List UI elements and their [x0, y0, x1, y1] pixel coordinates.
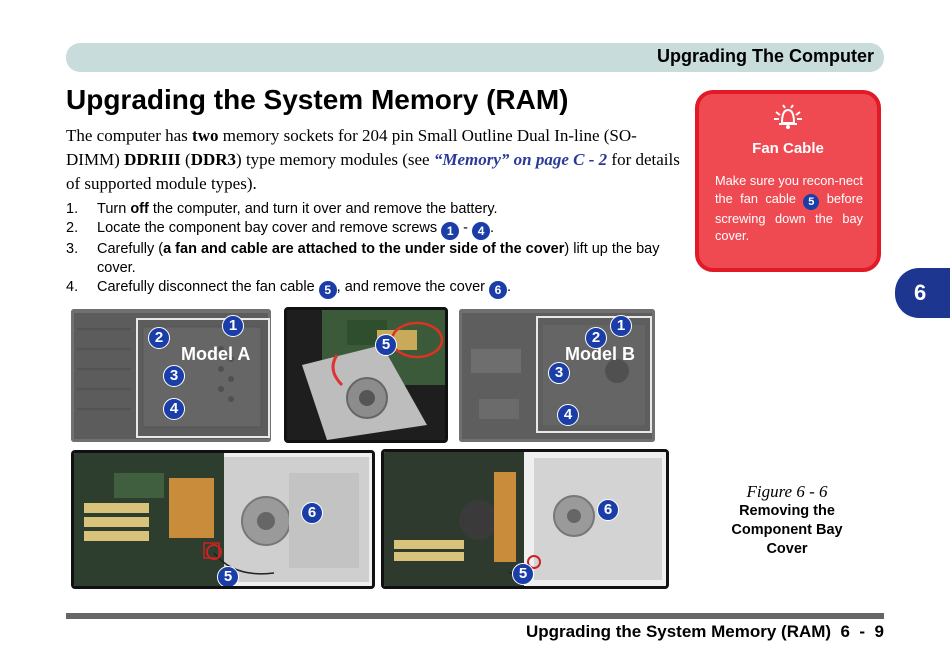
screw-1-badge: 1 — [610, 315, 632, 337]
model-a-label: Model A — [181, 344, 251, 364]
footer-page-label: Upgrading the System Memory (RAM) 6 - 9 — [526, 622, 884, 641]
figure-caption: Figure 6 - 6 Removing the Component Bay … — [712, 482, 862, 559]
screw-3-badge: 3 — [548, 362, 570, 384]
footer-rule — [66, 613, 884, 619]
screw-number-badge: 1 — [441, 222, 460, 240]
screw-number-badge: 4 — [472, 222, 491, 240]
screw-2-badge: 2 — [585, 327, 607, 349]
fan-cable-number-badge: 5 — [803, 193, 820, 210]
fan-cable-5-badge: 5 — [375, 334, 397, 356]
cover-6-badge: 6 — [597, 499, 619, 521]
page-title: Upgrading the System Memory (RAM) — [66, 84, 569, 115]
step-1: 1.Turn off the computer, and turn it ove… — [66, 201, 498, 217]
callout-text: Make sure you recon-nect the fan cable 5… — [715, 173, 863, 243]
header-bar: Upgrading The Computer — [66, 43, 884, 72]
fan-cable-5-badge: 5 — [217, 566, 239, 586]
screw-4-badge: 4 — [163, 398, 185, 420]
model-a-underside-photo: Model A 1 2 3 4 — [71, 309, 271, 442]
step-4: 4.Carefully disconnect the fan cable 5, … — [66, 279, 512, 299]
screw-1-badge: 1 — [222, 315, 244, 337]
cover-6-badge: 6 — [301, 502, 323, 524]
model-b-open-bay-photo: 6 5 — [381, 449, 669, 589]
callout-title: Fan Cable — [752, 140, 824, 157]
fan-cable-5-badge: 5 — [512, 563, 534, 585]
step-3: 3.Carefully (a fan and cable are attache… — [66, 241, 660, 276]
fan-cable-number-badge: 5 — [318, 281, 337, 299]
model-a-open-bay-photo: 6 5 — [71, 450, 375, 589]
step-2: 2.Locate the component bay cover and rem… — [66, 220, 495, 240]
memory-page-link[interactable]: “Memory” on page C - 2 — [433, 150, 608, 169]
chapter-tab[interactable]: 6 — [895, 268, 950, 318]
bell-alert-icon — [699, 104, 877, 137]
model-b-underside-photo: Model B 1 2 3 4 — [459, 309, 655, 442]
figure-number: Figure 6 - 6 — [746, 482, 828, 501]
screw-2-badge: 2 — [148, 327, 170, 349]
intro-paragraph: The computer has two memory sockets for … — [66, 126, 680, 193]
cover-number-badge: 6 — [488, 281, 507, 299]
header-title: Upgrading The Computer — [657, 46, 874, 66]
screw-4-badge: 4 — [557, 404, 579, 426]
fan-cable-detail-photo: 5 — [284, 307, 448, 443]
steps-list: 1.Turn off the computer, and turn it ove… — [66, 200, 676, 299]
model-b-label: Model B — [565, 344, 635, 364]
fan-cable-callout: Fan Cable Make sure you recon-nect the f… — [695, 90, 881, 272]
figure-description: Removing the Component Bay Cover — [731, 503, 843, 557]
screw-3-badge: 3 — [163, 365, 185, 387]
